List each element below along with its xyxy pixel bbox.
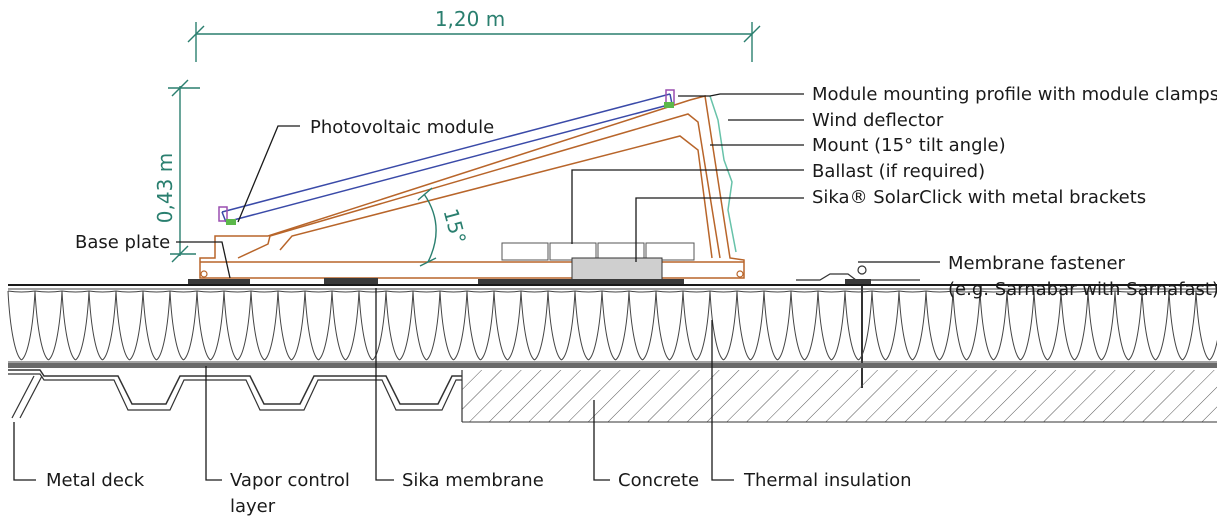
width-dimension xyxy=(187,22,761,62)
concrete-slab xyxy=(461,370,1217,423)
ballast-blocks xyxy=(501,242,695,261)
label-ballast: Ballast (if required) xyxy=(812,161,985,182)
label-metal-deck: Metal deck xyxy=(46,470,145,491)
label-photovoltaic-module: Photovoltaic module xyxy=(310,117,494,138)
label-solarclick: Sika® SolarClick with metal brackets xyxy=(812,187,1146,208)
tilt-angle-arc xyxy=(417,187,437,267)
solarclick-bracket xyxy=(571,257,663,283)
label-concrete: Concrete xyxy=(618,470,699,491)
photovoltaic-module xyxy=(221,93,673,223)
module-clamps xyxy=(218,89,675,225)
label-mount: Mount (15° tilt angle) xyxy=(812,135,1006,156)
label-vapor-control-line2: layer xyxy=(230,496,276,517)
label-sika-membrane: Sika membrane xyxy=(402,470,544,491)
label-membrane-fastener-example: (e.g. Sarnabar with Sarnafast) xyxy=(948,279,1217,300)
label-membrane-fastener: Membrane fastener xyxy=(948,253,1126,274)
tilt-angle-label: 15° xyxy=(439,206,471,246)
vapor-control-layer xyxy=(8,363,1217,368)
height-dimension xyxy=(168,79,200,263)
label-base-plate: Base plate xyxy=(75,232,170,253)
thermal-insulation-layer xyxy=(7,288,1217,363)
label-vapor-control-line1: Vapor control xyxy=(230,470,350,491)
wind-deflector xyxy=(709,95,737,253)
base-plates xyxy=(188,278,684,284)
leader-lines xyxy=(13,93,940,481)
label-wind-deflector: Wind deflector xyxy=(812,110,944,131)
label-thermal-insulation: Thermal insulation xyxy=(743,470,912,491)
height-dimension-label: 0,43 m xyxy=(153,153,177,223)
metal-deck xyxy=(8,369,462,419)
label-module-mounting-profile: Module mounting profile with module clam… xyxy=(812,84,1217,105)
width-dimension-label: 1,20 m xyxy=(435,7,505,31)
